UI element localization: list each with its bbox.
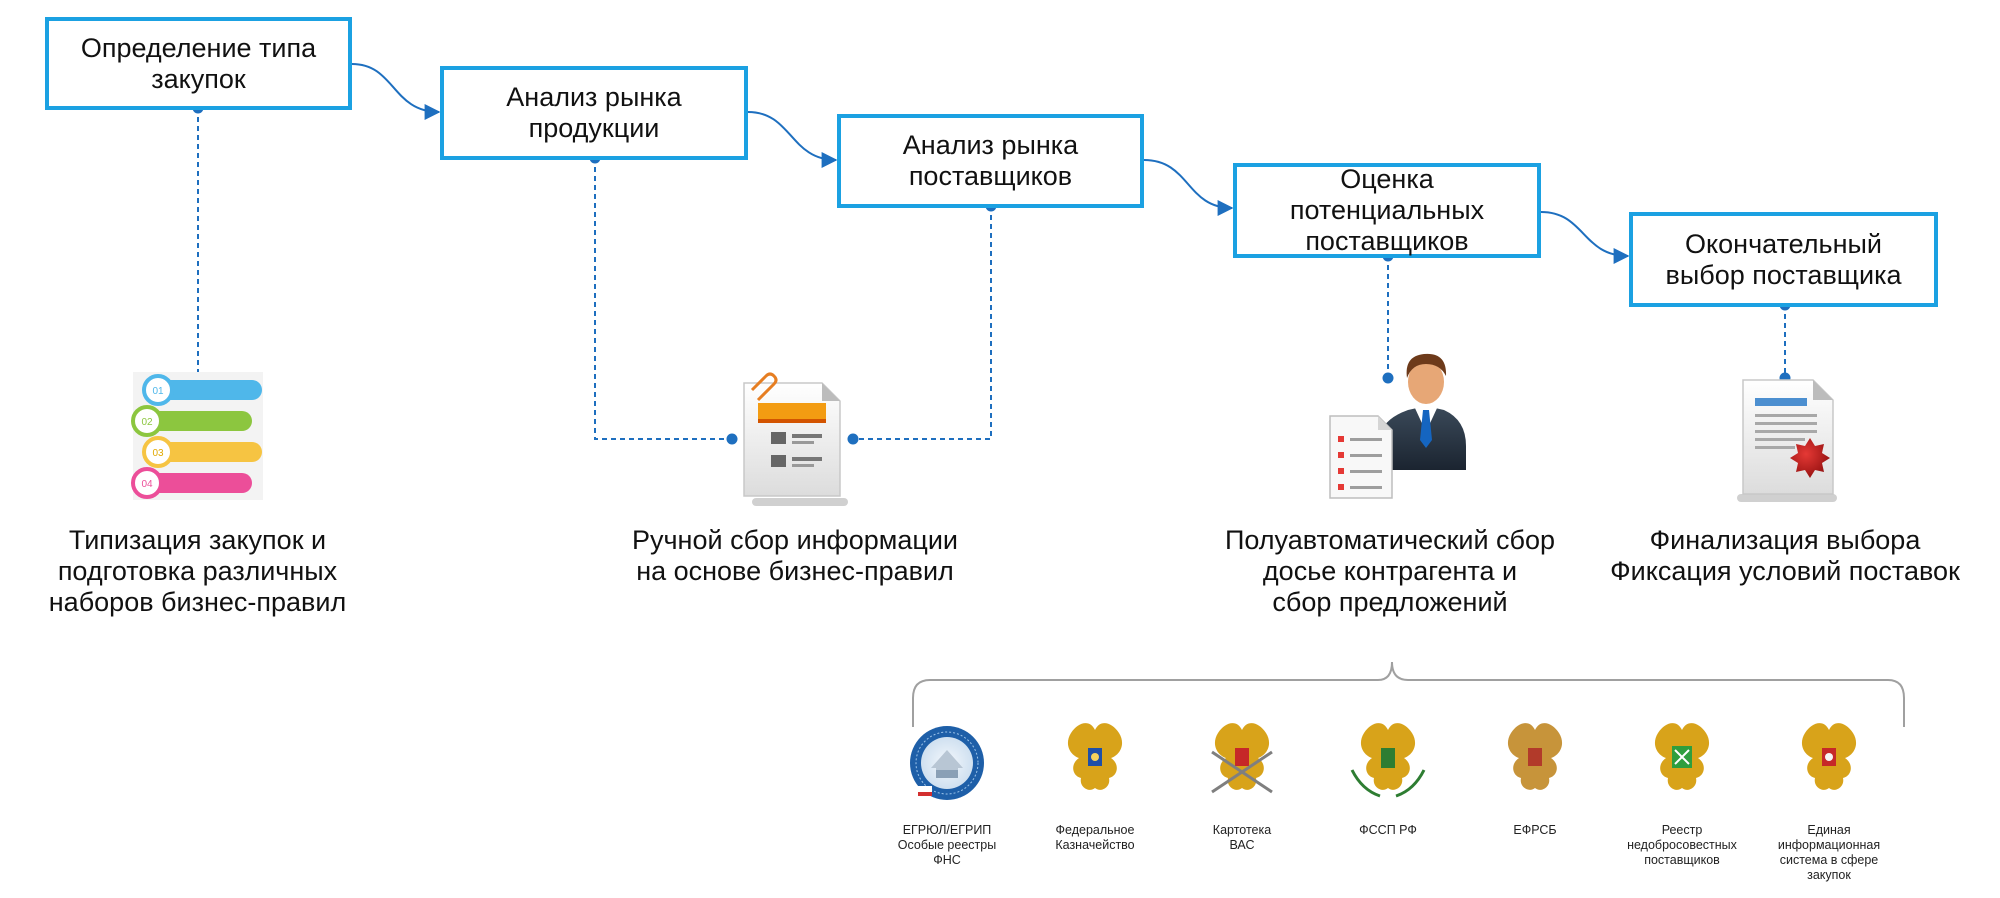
dashed-link-3 <box>853 206 992 440</box>
eis-emblem-icon <box>1801 723 1857 790</box>
step-box-4: Оценка потенциальных поставщиков <box>1233 163 1541 258</box>
efrsb-emblem-icon <box>1507 723 1563 790</box>
caption-step-1: Типизация закупок и подготовка различных… <box>48 525 347 617</box>
step-box-2: Анализ рынка продукции <box>440 66 748 160</box>
flow-arrow-3 <box>1143 159 1234 216</box>
source-label-registry: Реестр недобросовестных поставщиков <box>1627 823 1737 867</box>
step-box-1: Определение типа закупок <box>45 17 352 110</box>
step-box-5: Окончательный выбор поставщика <box>1629 212 1938 307</box>
source-label-fssp: ФССП РФ <box>1359 823 1417 837</box>
source-label-fns: ЕГРЮЛ/ЕГРИП Особые реестры ФНС <box>897 823 997 867</box>
flow-arrow-1 <box>351 63 441 120</box>
list-badge-3: 03 <box>152 448 164 459</box>
registry-emblem-icon <box>1654 723 1710 790</box>
flow-arrow-4 <box>1540 211 1630 264</box>
vas-emblem-icon <box>1211 723 1273 794</box>
dashed-link-2 <box>594 158 732 440</box>
certificate-icon <box>1737 379 1837 502</box>
businessman-icon <box>1329 353 1466 499</box>
list-badge-4: 04 <box>141 479 153 490</box>
caption-step-2: Ручной сбор информации на основе бизнес-… <box>631 525 959 586</box>
step-box-3: Анализ рынка поставщиков <box>837 114 1144 208</box>
caption-step-4: Полуавтоматический сбор досье контрагент… <box>1224 525 1556 617</box>
treasury-emblem-icon <box>1067 723 1123 790</box>
caption-step-5: Финализация выбора Фиксация условий пост… <box>1610 525 1960 586</box>
list-badge-1: 01 <box>152 386 164 397</box>
document-icon <box>743 372 848 506</box>
flow-arrow-2 <box>747 111 838 168</box>
list-badge-2: 02 <box>141 417 153 428</box>
numbered-list-icon: 01 02 03 04 <box>131 372 263 500</box>
sources-brace <box>912 661 1905 727</box>
flow-arrows <box>351 63 1630 264</box>
source-label-efrsb: ЕФРСБ <box>1513 823 1557 837</box>
fns-emblem-icon <box>910 726 984 800</box>
fssp-emblem-icon <box>1350 723 1426 798</box>
source-label-eis: Единая информационная система в сфере за… <box>1777 823 1881 882</box>
source-label-vas: Картотека ВАС <box>1212 823 1272 852</box>
source-label-treasury: Федеральное Казначейство <box>1055 823 1135 852</box>
dashed-links <box>197 108 1786 440</box>
